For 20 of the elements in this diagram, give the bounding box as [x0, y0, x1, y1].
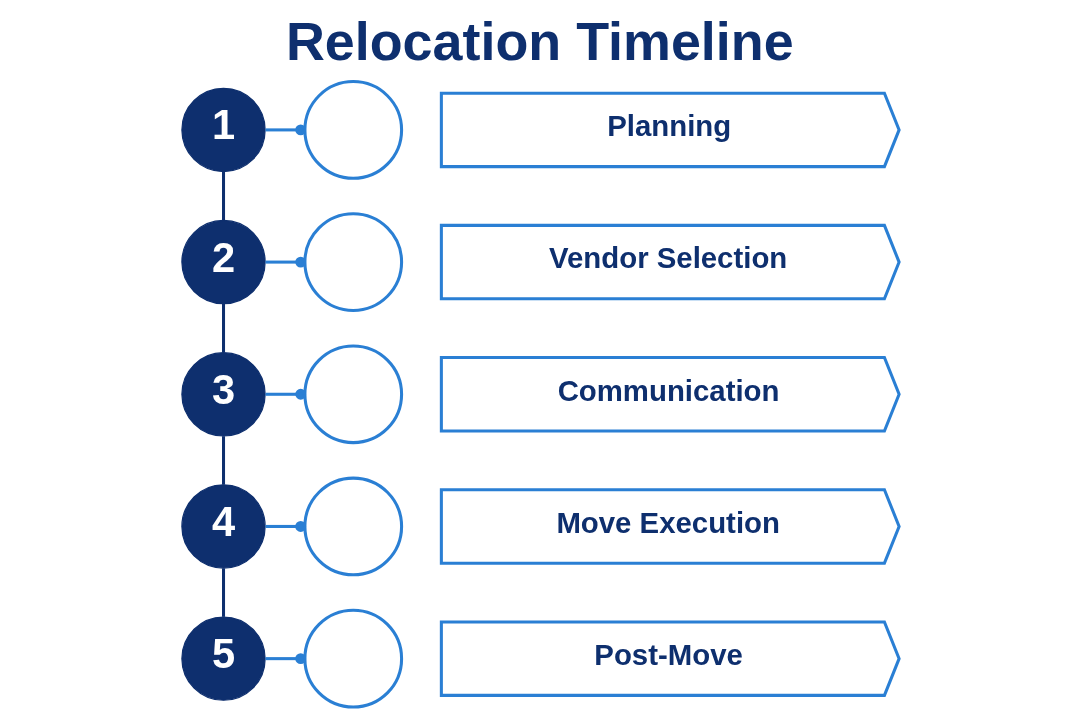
connector	[221, 304, 225, 353]
node-circle	[302, 80, 403, 180]
connector	[265, 388, 306, 400]
node-circle	[302, 608, 403, 709]
connector	[221, 171, 225, 221]
connector	[265, 124, 306, 136]
connector	[265, 653, 306, 665]
connector	[221, 436, 225, 485]
diagram-title: Relocation Timeline	[285, 10, 794, 71]
node-circle	[302, 344, 403, 445]
connector	[265, 256, 306, 268]
node-circle: 3	[180, 352, 266, 437]
node-circle: 2	[180, 219, 266, 305]
node-circle: 5	[180, 616, 266, 701]
node-circle	[302, 476, 403, 577]
node-circle	[302, 212, 403, 312]
connector	[265, 521, 306, 532]
connector	[221, 568, 225, 617]
node-circle: 4	[180, 484, 266, 569]
node-circle: 1	[180, 87, 266, 173]
